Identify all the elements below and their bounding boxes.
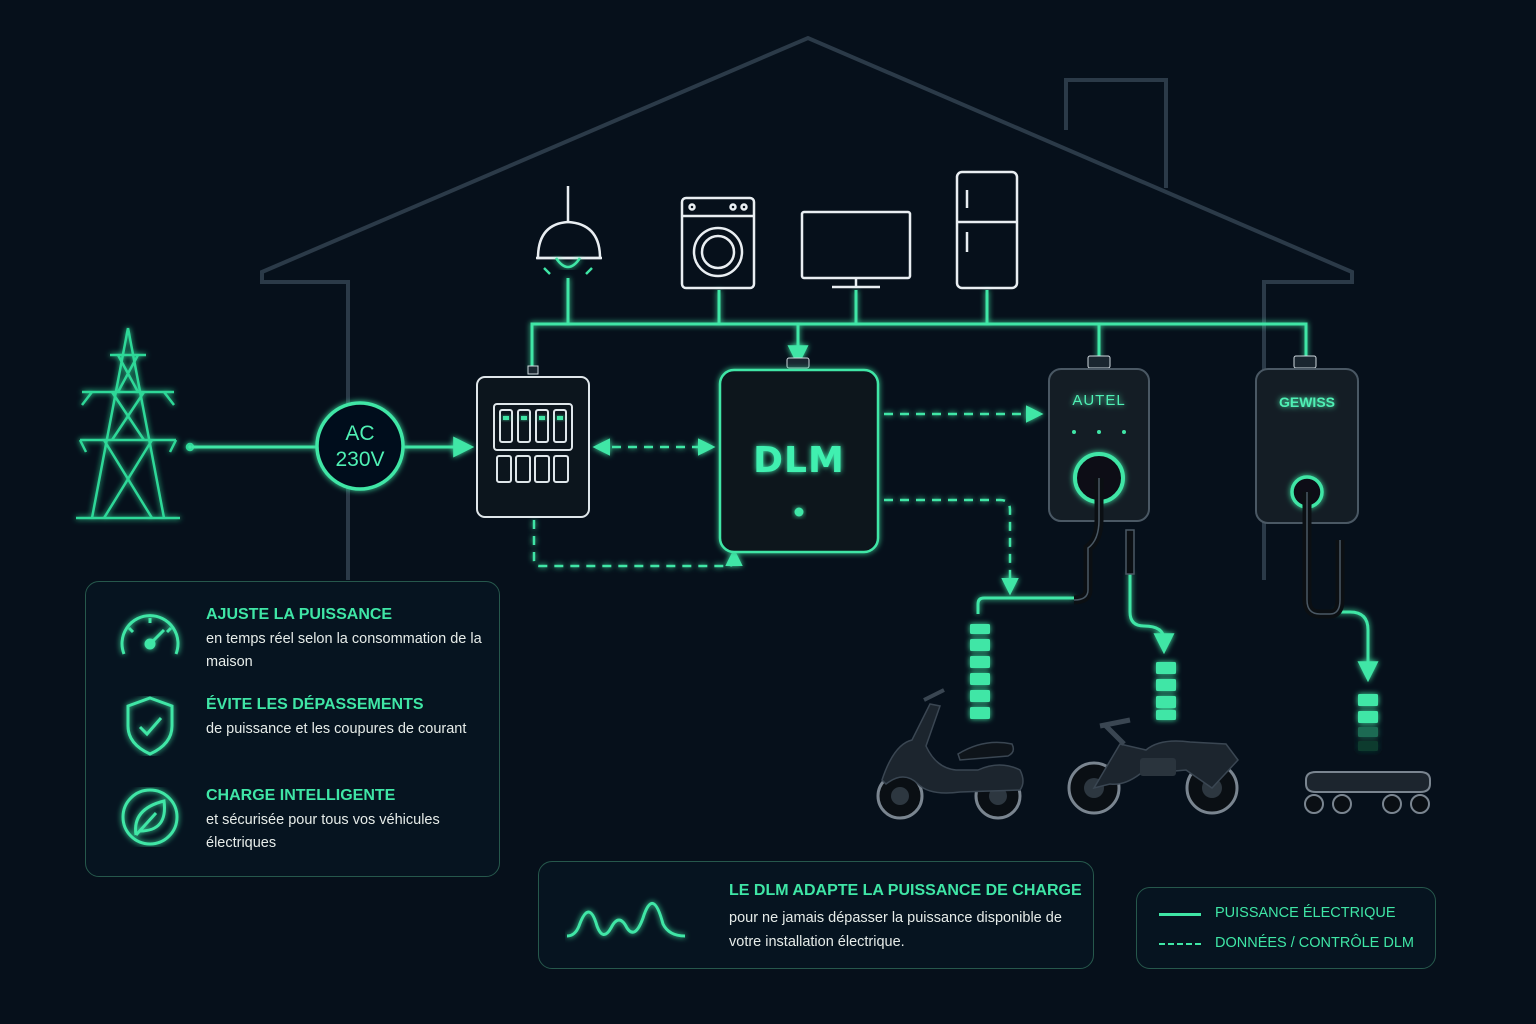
feature-description: et sécurisée pour tous vos véhicules éle…: [206, 812, 440, 851]
power-lines: [192, 278, 1379, 683]
leaf-icon: [121, 788, 179, 846]
autel-brand-label: AUTEL: [1072, 392, 1125, 409]
dlm-info-panel: LE DLM ADAPTE LA PUISSANCE DE CHARGE pou…: [538, 861, 1094, 969]
legend-power-label: PUISSANCE ÉLECTRIQUE: [1215, 905, 1396, 921]
skateboard-icon: [1304, 771, 1431, 814]
feature-description: de puissance et les coupures de courant: [206, 721, 467, 737]
legend-panel: PUISSANCE ÉLECTRIQUE DONNÉES / CONTRÔLE …: [1136, 887, 1436, 969]
gewiss-brand-label: GEWISS: [1279, 394, 1335, 410]
autel-charger: AUTEL: [1048, 355, 1150, 605]
washing-machine-icon: [680, 196, 756, 290]
info-description: pour ne jamais dépasser la puissance dis…: [729, 910, 1062, 950]
info-title: LE DLM ADAPTE LA PUISSANCE DE CHARGE: [729, 882, 1082, 899]
dlm-status-led: [794, 507, 804, 517]
feature-title: AJUSTE LA PUISSANCE: [206, 606, 393, 623]
dashed-line-swatch: [1159, 943, 1201, 945]
feature-description: en temps réel selon la consommation de l…: [206, 631, 482, 670]
feature-title: CHARGE INTELLIGENTE: [206, 787, 396, 804]
features-panel: AJUSTE LA PUISSANCE en temps réel selon …: [85, 581, 500, 877]
ac-source-badge: AC 230V: [315, 401, 405, 491]
pylon-icon: [76, 327, 195, 520]
house-outline: [260, 35, 1354, 580]
battery-skateboard-icon: [1358, 694, 1378, 751]
shield-check-icon: [126, 696, 174, 756]
scooter-icon: [876, 688, 1024, 820]
breaker-panel: [476, 365, 590, 518]
legend-data-label: DONNÉES / CONTRÔLE DLM: [1215, 935, 1414, 951]
feature-title: ÉVITE LES DÉPASSEMENTS: [206, 696, 424, 713]
legend-data: DONNÉES / CONTRÔLE DLM: [1159, 934, 1449, 954]
fridge-icon: [955, 170, 1019, 290]
battery-scooter-icon: [970, 624, 990, 719]
speedometer-icon: [120, 614, 180, 655]
tv-icon: [800, 210, 912, 289]
ac-label: AC: [345, 422, 374, 445]
legend-power: PUISSANCE ÉLECTRIQUE: [1159, 904, 1449, 924]
motorcycle-icon: [1067, 717, 1239, 815]
voltage-label: 230V: [335, 448, 384, 471]
data-lines: [532, 405, 1044, 596]
dlm-label: DLM: [753, 440, 845, 481]
lamp-icon: [536, 186, 602, 275]
solid-line-swatch: [1159, 913, 1201, 916]
battery-motorcycle-icon: [1156, 662, 1176, 720]
dlm-controller: DLM: [718, 357, 880, 554]
power-wave-icon: [566, 902, 686, 938]
gewiss-charger: GEWISS: [1255, 355, 1359, 619]
